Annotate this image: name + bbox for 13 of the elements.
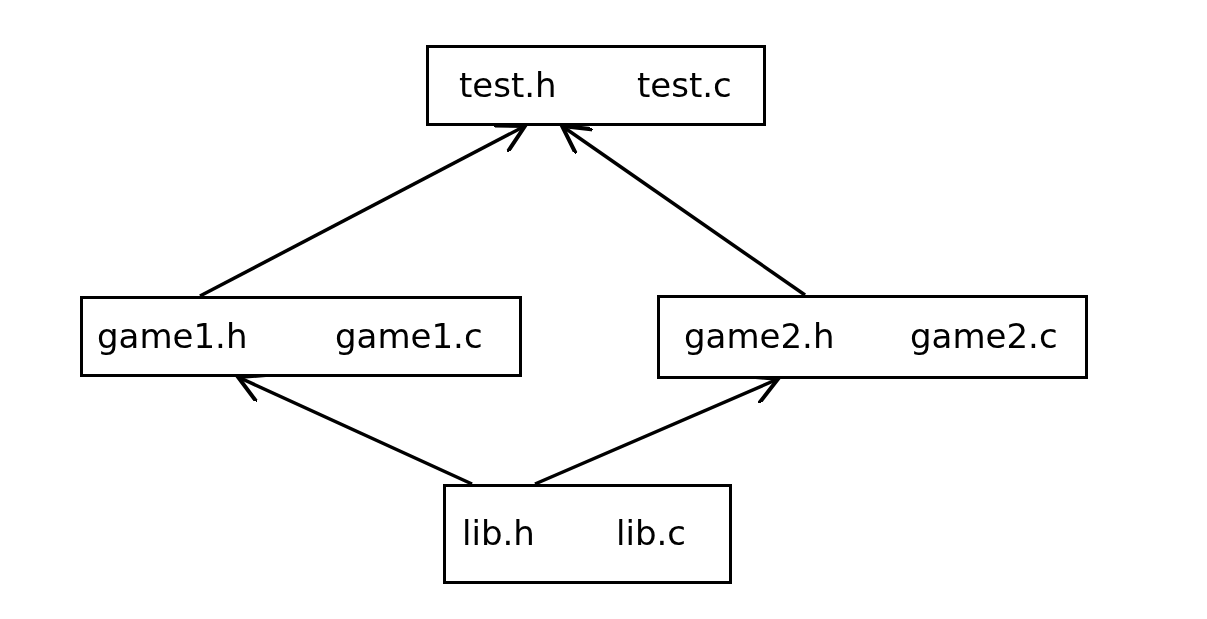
- file-name: game2.c: [910, 318, 1058, 356]
- file-name: game1.h: [97, 317, 248, 356]
- file-group-box: [443, 484, 732, 584]
- file-name: game1.c: [335, 317, 483, 356]
- file-group-box: [80, 296, 522, 377]
- file-name: lib.c: [616, 515, 686, 553]
- file-group-box: [657, 295, 1088, 379]
- arrow: [560, 124, 806, 297]
- file-group-box: [426, 45, 766, 126]
- file-name: lib.h: [462, 515, 535, 553]
- file-name: test.c: [637, 66, 732, 105]
- file-name: test.h: [459, 66, 557, 105]
- file-name: game2.h: [684, 318, 835, 356]
